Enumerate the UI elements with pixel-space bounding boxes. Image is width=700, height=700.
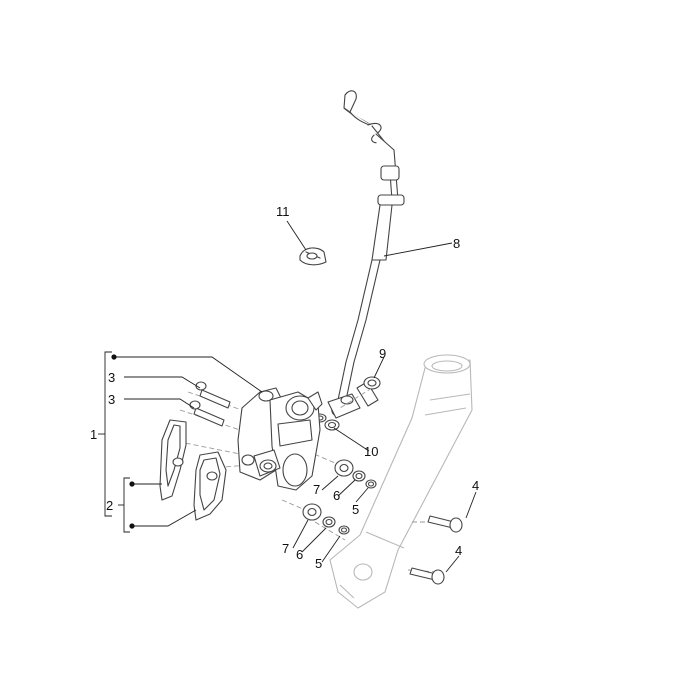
callout-8: 8: [453, 236, 460, 251]
brake-pads: [159, 419, 227, 521]
callout-labels: 1 2 3 3 4 4 5 5 6 6 7 7 8 9 10 11: [90, 204, 479, 571]
callout-10: 10: [364, 444, 378, 459]
leader-lines: [114, 220, 477, 573]
callout-dot-2a: [129, 481, 135, 487]
callout-1: 1: [90, 427, 97, 442]
callout-4-lower: 4: [455, 543, 462, 558]
callout-5-upper: 5: [352, 502, 359, 517]
callout-dots: [111, 354, 135, 529]
callout-7-upper: 7: [313, 482, 320, 497]
callout-6-lower: 6: [296, 547, 303, 562]
fork-leg: [329, 354, 473, 609]
hose-clip: [299, 247, 327, 266]
caliper-pins: [189, 381, 231, 427]
callout-6-upper: 6: [333, 488, 340, 503]
callout-7-lower: 7: [282, 541, 289, 556]
callout-9: 9: [379, 346, 386, 361]
mounting-screws: [409, 515, 463, 585]
callout-4-upper: 4: [472, 478, 479, 493]
callout-5-lower: 5: [315, 556, 322, 571]
callout-dot-1: [111, 354, 117, 360]
callout-3-upper: 3: [108, 370, 115, 385]
brake-caliper: [237, 387, 323, 491]
washers-upper: [334, 459, 377, 489]
washers-lower: [302, 503, 350, 535]
brake-hose: [331, 90, 405, 417]
banjo-bolt: [356, 376, 381, 407]
callout-11: 11: [276, 204, 290, 219]
callout-dot-2b: [129, 523, 135, 529]
group-brackets: [98, 351, 130, 533]
callout-2: 2: [106, 498, 113, 513]
callout-3-lower: 3: [108, 392, 115, 407]
